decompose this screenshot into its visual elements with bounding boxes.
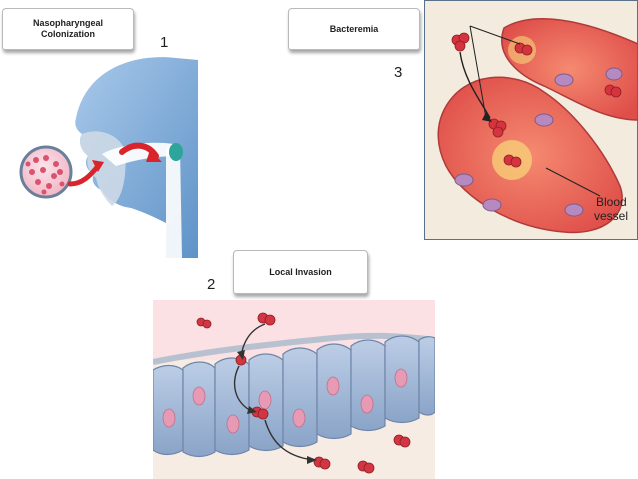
step-2-title: Local Invasion [269, 266, 332, 277]
local-invasion-illustration [153, 300, 435, 479]
step-3-title: Bacteremia [329, 23, 379, 34]
step-3-label: Bacteremia [288, 8, 420, 50]
step-2-label: Local Invasion [233, 250, 368, 294]
nasopharynx-illustration [16, 48, 198, 258]
step-1-number: 1 [160, 34, 169, 51]
blood-vessel-line-1: Blood [596, 195, 627, 209]
blood-vessel-line-2: vessel [594, 209, 628, 223]
bacteremia-illustration: Blood vessel [424, 0, 638, 240]
step-1-title: Nasopharyngeal Colonization [32, 18, 104, 39]
blood-vessel-annotation: Blood vessel [594, 195, 630, 223]
step-2-number: 2 [207, 276, 216, 293]
step-3-number: 3 [394, 64, 403, 81]
step-1-label: Nasopharyngeal Colonization [2, 8, 134, 50]
